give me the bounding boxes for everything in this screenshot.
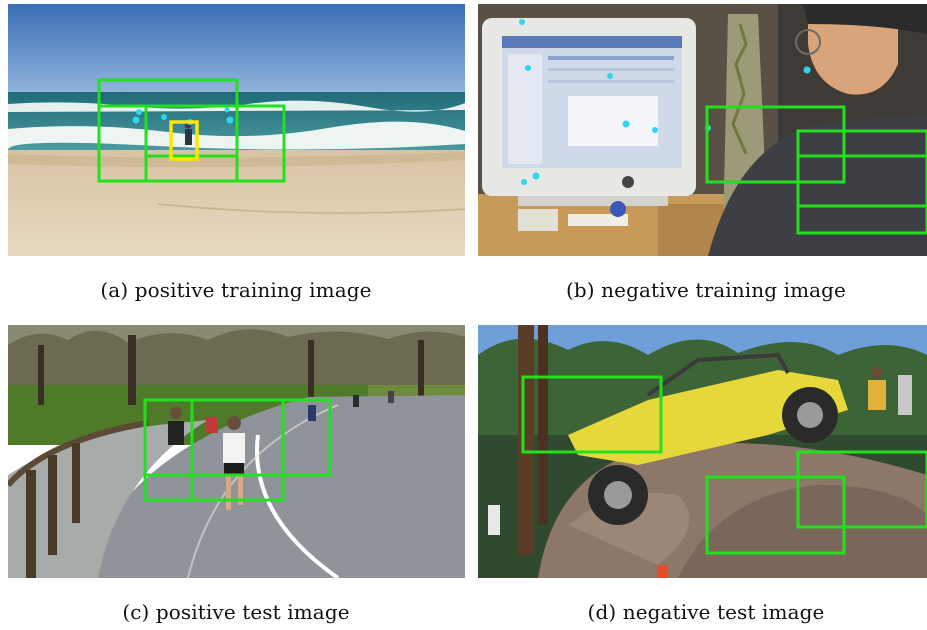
panel-b-image xyxy=(478,4,927,256)
panel-d-image xyxy=(478,325,927,578)
panel-a-image xyxy=(8,4,465,256)
caption-c: (c) positive test image xyxy=(122,600,350,624)
panel-c-image xyxy=(8,325,465,578)
caption-b: (b) negative training image xyxy=(566,278,846,302)
caption-d: (d) negative test image xyxy=(587,600,825,624)
caption-a: (a) positive training image xyxy=(100,278,372,302)
